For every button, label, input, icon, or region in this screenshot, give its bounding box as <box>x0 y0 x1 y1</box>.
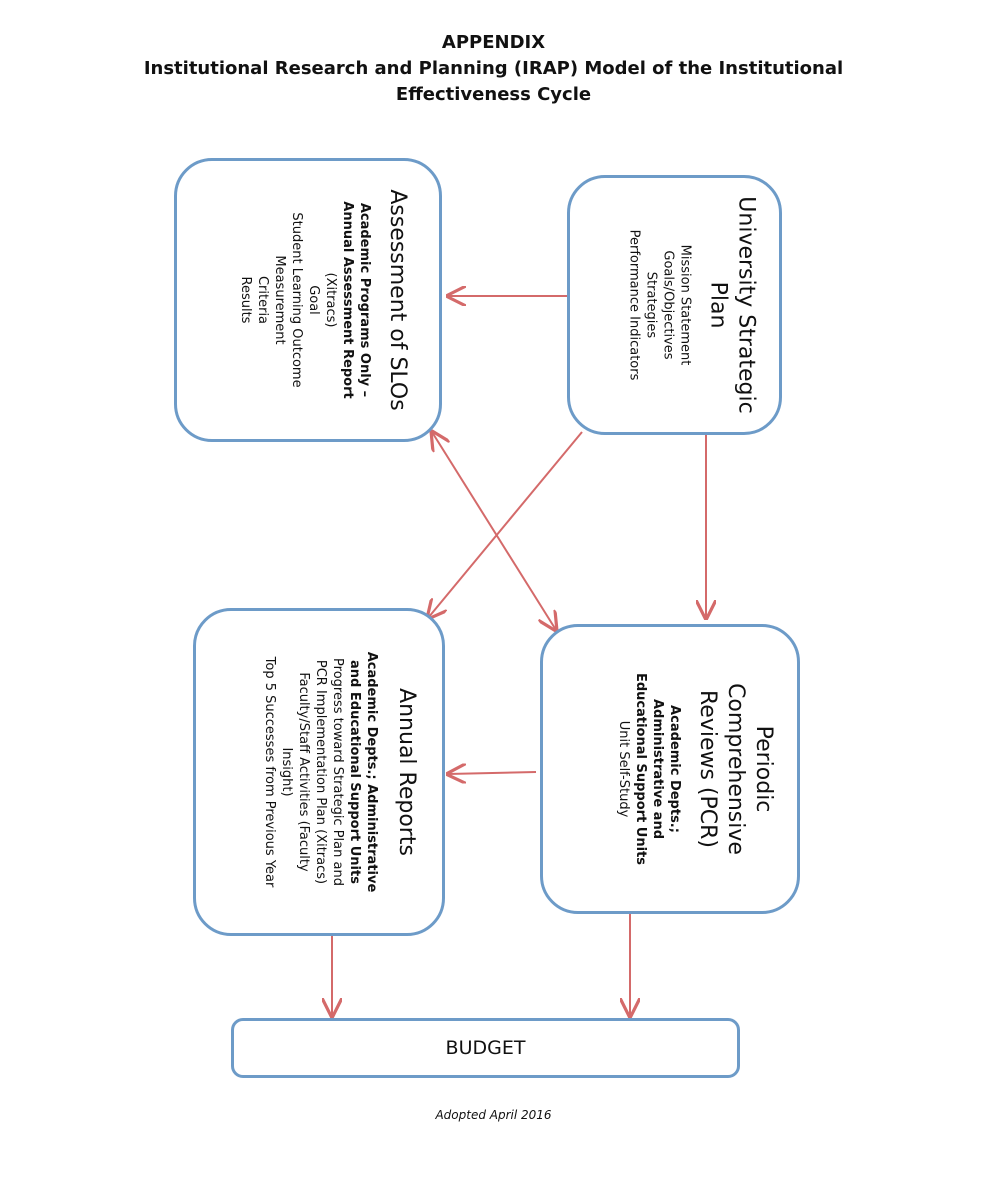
annual-item: Faculty/Staff Activities (Faculty <box>296 672 311 872</box>
pcr-title-3: Reviews (PCR) <box>695 689 720 849</box>
adoption-note: Adopted April 2016 <box>435 1108 552 1122</box>
title-line-3: Effectiveness Cycle <box>395 84 592 105</box>
slos-item: Student Learning Outcome <box>289 212 304 388</box>
pcr-title-2: Comprehensive <box>723 683 748 855</box>
pcr-bold-line: Administrative and <box>650 698 665 840</box>
strategic-plan-box: University Strategic Plan Mission Statem… <box>567 175 782 435</box>
slos-bold-line: Annual Assessment Report <box>340 201 355 399</box>
slos-title: Assessment of SLOs <box>385 189 410 411</box>
title-line-1: APPENDIX <box>441 32 546 53</box>
strategic-plan-item: Goals/Objectives <box>660 250 675 360</box>
slos-box: Assessment of SLOs Academic Programs Onl… <box>174 158 442 442</box>
slos-item: Measurement <box>272 255 287 345</box>
pcr-item: Unit Self-Study <box>616 720 631 818</box>
annual-reports-content: Annual Reports Academic Depts.; Administ… <box>196 611 442 933</box>
annual-item: Progress toward Strategic Plan and <box>330 658 345 886</box>
pcr-box: Periodic Comprehensive Reviews (PCR) Aca… <box>540 624 800 914</box>
strategic-plan-content: University Strategic Plan Mission Statem… <box>570 178 779 432</box>
annual-reports-box: Annual Reports Academic Depts.; Administ… <box>193 608 445 936</box>
strategic-plan-item: Performance Indicators <box>626 229 641 381</box>
budget-box: BUDGET <box>231 1018 740 1078</box>
pcr-bold-line: Academic Depts.; <box>667 705 682 833</box>
title-line-2: Institutional Research and Planning (IRA… <box>143 58 844 79</box>
slos-item: Goal <box>306 285 321 315</box>
annual-reports-title: Annual Reports <box>394 688 419 856</box>
slos-item: Criteria <box>255 275 270 325</box>
annual-item: Insight) <box>279 747 294 797</box>
slos-bold-line: Academic Programs Only – <box>357 202 372 398</box>
annual-bold-line: and Educational Support Units <box>347 660 362 884</box>
pcr-content: Periodic Comprehensive Reviews (PCR) Aca… <box>543 627 797 911</box>
slos-item: (Xitracs) <box>323 272 338 328</box>
pcr-title-1: Periodic <box>751 725 776 813</box>
strategic-plan-item: Mission Statement <box>677 244 692 366</box>
strategic-plan-item: Strategies <box>643 271 658 339</box>
annual-item: Top 5 Successes from Previous Year <box>262 656 277 888</box>
annual-item: PCR Implementation Plan (Xitracs) <box>313 659 328 885</box>
pcr-bold-line: Educational Support Units <box>633 672 648 866</box>
strategic-plan-title-1: University Strategic <box>733 196 758 414</box>
page-title: APPENDIX Institutional Research and Plan… <box>0 30 987 108</box>
slos-item: Results <box>238 276 253 324</box>
arrow-pcr-to-annual <box>448 772 537 774</box>
annual-bold-line: Academic Depts.; Administrative <box>364 651 379 893</box>
arrow-slos-pcr <box>432 432 556 630</box>
budget-label: BUDGET <box>445 1037 526 1059</box>
arrow-plan-to-annual <box>428 431 583 618</box>
slos-content: Assessment of SLOs Academic Programs Onl… <box>177 161 439 439</box>
strategic-plan-title-2: Plan <box>705 281 730 329</box>
